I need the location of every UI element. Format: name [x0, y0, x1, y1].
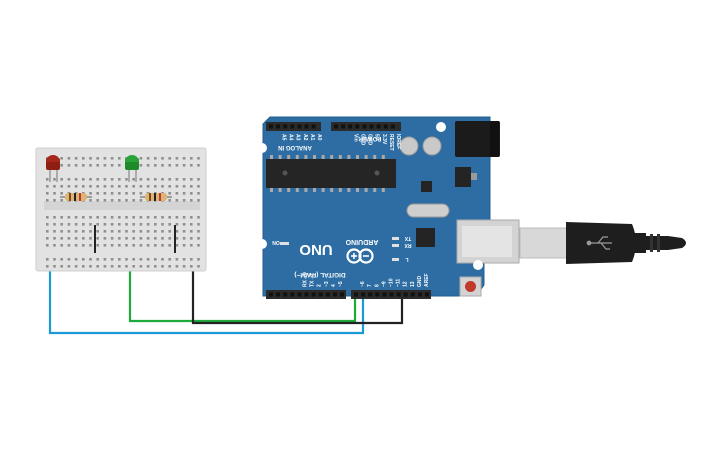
analog-pin-label: A0	[316, 134, 322, 141]
digital-pin-label: ~5	[338, 281, 344, 287]
power-pin-label: Vin	[352, 134, 358, 142]
power-pin-label: 3.3V	[381, 134, 387, 145]
usb-cable[interactable]	[519, 222, 686, 264]
power-header-label: POWER	[358, 135, 381, 141]
power-pin-label: IOREF	[395, 134, 401, 149]
digital-pin-label: GND	[417, 276, 423, 288]
on-led	[280, 242, 289, 245]
digital-pin-label: ~10	[389, 278, 395, 287]
l-led	[392, 258, 399, 261]
digital-header-label: DIGITAL (PWM~)	[294, 271, 345, 278]
digital-pin-label: ~9	[381, 281, 387, 287]
power-jack[interactable]	[455, 121, 500, 157]
digital-pin-label: 8	[374, 284, 380, 287]
digital-pin-label: TX→1	[310, 273, 316, 287]
resistor[interactable]	[60, 193, 92, 201]
model-label: UNO	[299, 241, 333, 258]
power-pin-label: GND	[360, 134, 366, 146]
voltage-regulator	[455, 167, 471, 187]
digital-pin-label: 2	[317, 284, 323, 287]
digital-pin-label: 4	[331, 284, 337, 287]
analog-header-label: ANALOG IN	[278, 144, 312, 150]
breadboard[interactable]	[35, 147, 207, 272]
digital-pin-label: 13	[410, 281, 416, 287]
analog-pin-label: A1	[309, 134, 315, 141]
digital-pin-label: RX←0	[303, 272, 309, 287]
green-led[interactable]	[125, 155, 139, 182]
red-led[interactable]	[46, 155, 60, 182]
digital-pin-label: ~3	[324, 281, 330, 287]
analog-pin-label: A4	[288, 134, 294, 141]
blue-wire[interactable]	[48, 225, 365, 335]
tx-led-label: TX	[404, 235, 411, 241]
atmega-chip	[266, 159, 396, 188]
usb-symbol-icon	[586, 236, 612, 250]
digital-pin-label: 12	[403, 281, 409, 287]
brand-label: ARDUINO	[345, 238, 378, 245]
rx-led	[392, 244, 399, 247]
black-wire[interactable]	[191, 225, 404, 325]
on-led-label: ON	[272, 239, 280, 245]
capacitor	[399, 136, 419, 156]
green-wire[interactable]	[128, 225, 357, 323]
capacitor	[422, 136, 442, 156]
arduino-logo-icon	[346, 248, 374, 264]
digital-pin-label: 7	[367, 284, 373, 287]
digital-pin-label: AREF	[424, 273, 430, 287]
digital-pin-label: ~11	[396, 279, 402, 287]
resistor[interactable]	[140, 193, 172, 201]
power-pin-label: 5V	[374, 134, 380, 141]
digital-pin-label: ~6	[360, 281, 366, 287]
power-pin-label: RESET	[388, 134, 394, 151]
power-pin-label: GND	[367, 134, 373, 146]
analog-pin-label: A5	[281, 134, 287, 141]
analog-pin-label: A2	[302, 134, 308, 141]
usb-chip	[416, 228, 435, 247]
analog-pin-label: A3	[295, 134, 301, 141]
breadboard-holes	[46, 157, 200, 268]
tx-led	[392, 237, 399, 240]
rx-led-label: RX	[404, 242, 412, 248]
l-led-label: L	[405, 256, 408, 262]
crystal	[406, 203, 450, 218]
reset-button[interactable]	[459, 276, 482, 297]
